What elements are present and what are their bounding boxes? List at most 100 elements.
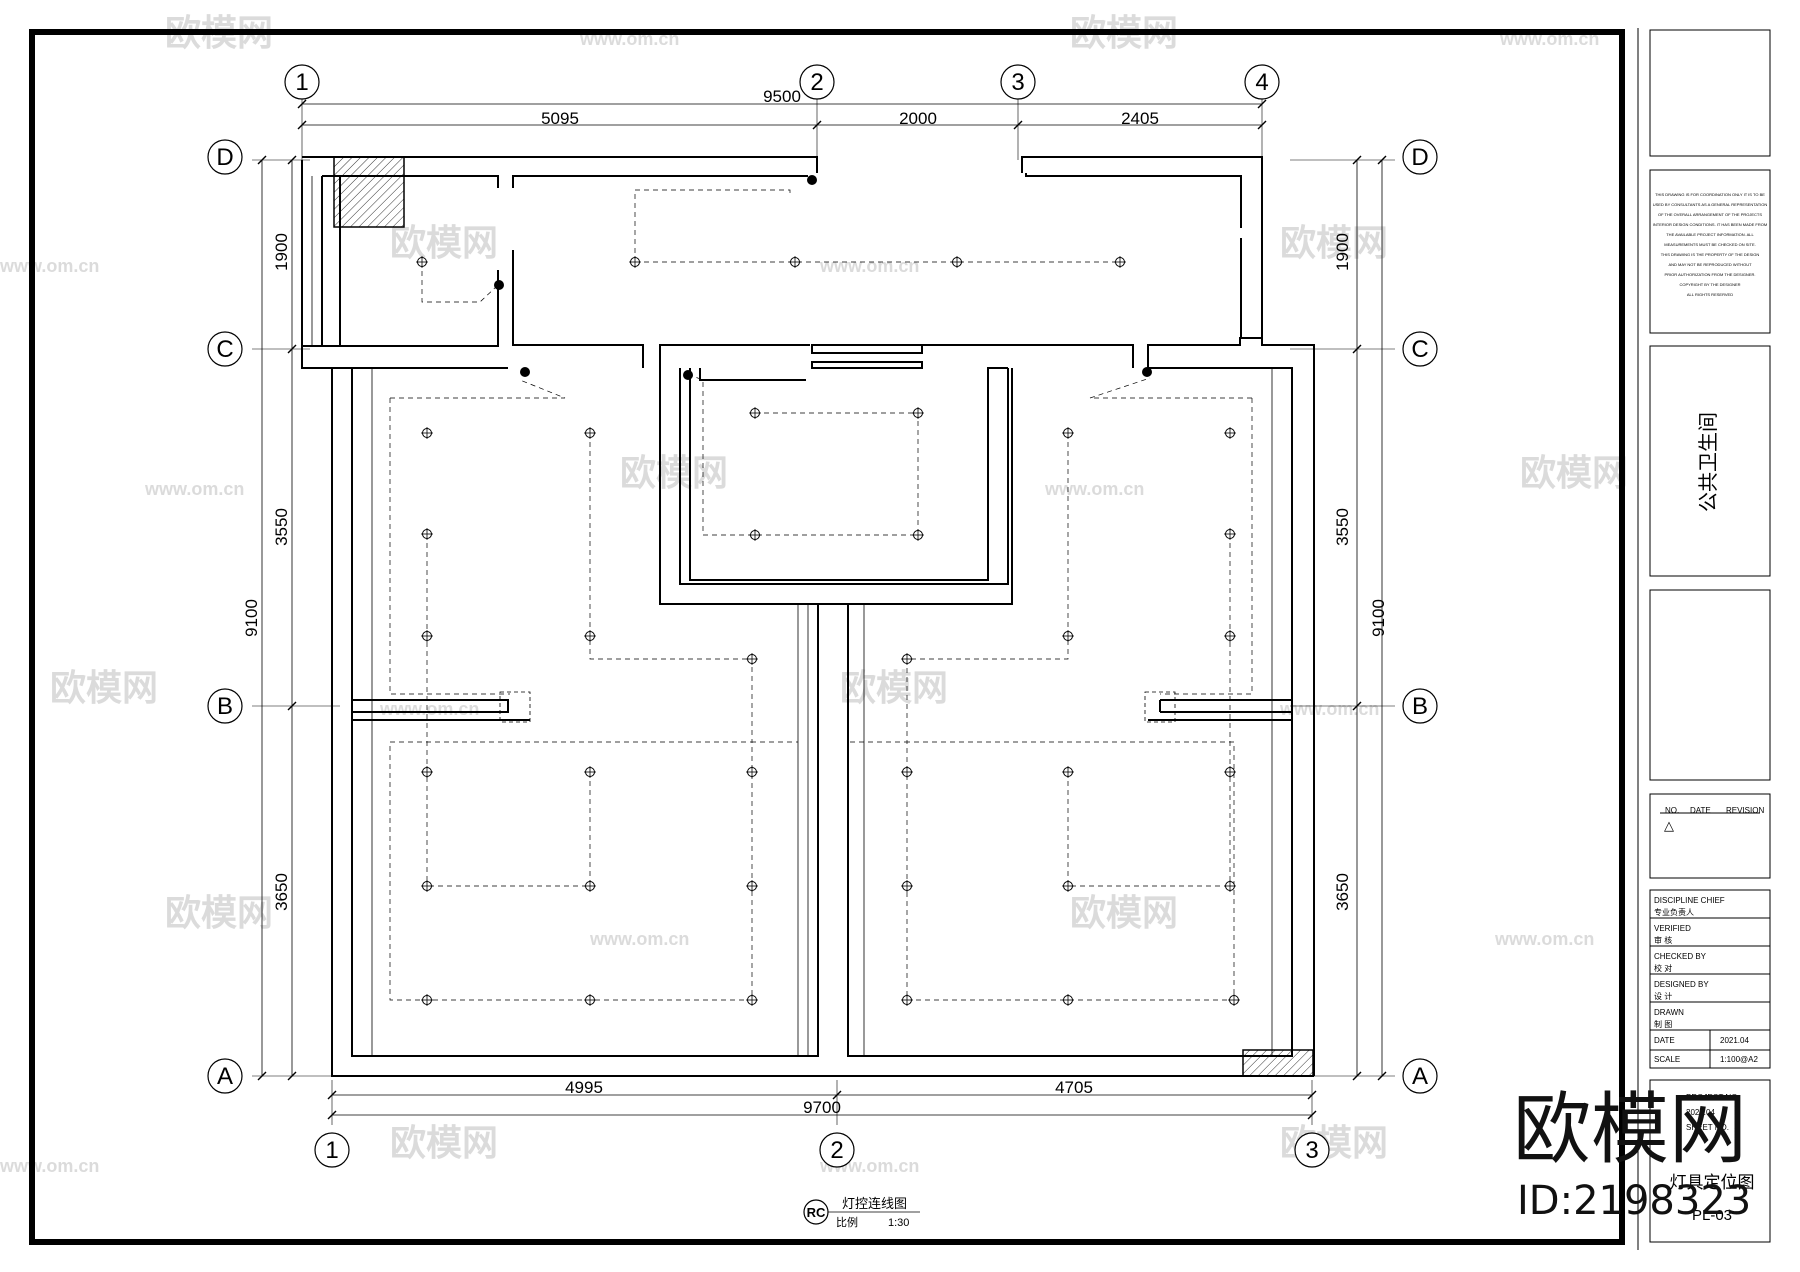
- watermark-url-text: www.om.cn: [0, 256, 99, 276]
- caption-title: 灯控连线图: [842, 1196, 907, 1211]
- dimension-tick: [257, 155, 267, 165]
- watermark-logo-text: 欧模网: [1520, 452, 1628, 493]
- grid-bubble-labels: 1 2 3 4 1 2 3 D C B A D C B A: [216, 69, 1428, 1164]
- column-hatch-bottom: [1242, 1049, 1314, 1077]
- dimension-tick: [327, 1110, 337, 1120]
- watermark-url-text: www.om.cn: [379, 699, 479, 719]
- caption-scale-value: 1:30: [888, 1217, 909, 1229]
- grid-bubble-left-D: [207, 139, 243, 175]
- dim-top-seg-1: 5095: [541, 109, 579, 128]
- sheet-label-date: 2021.04: [1686, 1108, 1715, 1117]
- watermark-url-text: www.om.cn: [1279, 699, 1379, 719]
- wall-top-inner-2: [512, 175, 808, 188]
- wall-top-left: [301, 160, 508, 369]
- title-block-notes: THIS DRAWING IS FOR COORDINATION ONLY IT…: [1653, 192, 1768, 297]
- watermark-logo-text: 欧模网: [390, 1122, 498, 1163]
- title-block-note-line: MEASUREMENTS MUST BE CHECKED ON SITE.: [1664, 242, 1756, 247]
- revision-mark: △: [1664, 818, 1674, 833]
- role-label-cn: 设 计: [1654, 991, 1672, 1001]
- scale-label: SCALE: [1654, 1055, 1680, 1064]
- caption-scale-label: 比例: [836, 1215, 858, 1229]
- dim-left-seg-1: 1900: [272, 233, 291, 271]
- dimension-tick: [1013, 120, 1023, 130]
- dimension-tick: [287, 1071, 297, 1081]
- drawing-frame: [29, 29, 1625, 1245]
- scale-value: 1:100@A2: [1720, 1055, 1758, 1064]
- grid-label-top-2: 2: [810, 69, 823, 96]
- dimension-tick: [1352, 701, 1362, 711]
- wall-top-outer-right: [1021, 156, 1263, 345]
- role-label-en: DISCIPLINE CHIEF: [1654, 896, 1725, 905]
- role-label-en: DRAWN: [1654, 1008, 1684, 1017]
- grid-bubble-right-C: [1402, 331, 1438, 367]
- dimension-ticks: [257, 99, 1387, 1120]
- role-label-cn: 审 核: [1654, 935, 1672, 945]
- title-block-note-line: USED BY CONSULTANTS AS A GENERAL REPRESE…: [1653, 202, 1768, 207]
- grid-label-left-B: B: [217, 693, 233, 720]
- watermark-logo-text: 欧模网: [390, 222, 498, 263]
- grid-label-left-C: C: [216, 336, 233, 363]
- dimension-tick: [287, 701, 297, 711]
- grid-bubble-top-4: [1244, 64, 1280, 100]
- watermark-big-logo: 欧模网: [1513, 1085, 1747, 1175]
- dimension-tick: [287, 155, 297, 165]
- watermark-logo-text: 欧模网: [50, 667, 158, 708]
- revision-header-date: DATE: [1690, 806, 1711, 815]
- grid-label-bottom-1: 1: [325, 1137, 338, 1164]
- dimension-tick: [832, 1090, 842, 1100]
- grid-bubbles: [207, 64, 1438, 1168]
- switch-dot: [683, 370, 693, 380]
- dimension-tick: [297, 99, 307, 109]
- title-block-note-line: THE AVAILABLE PROJECT INFORMATION. ALL: [1666, 232, 1754, 237]
- wall-top-inner-3: [1025, 173, 1242, 228]
- dimension-tick: [1352, 1071, 1362, 1081]
- dimension-tick: [1257, 120, 1267, 130]
- grid-label-bottom-2: 2: [830, 1137, 843, 1164]
- role-label-en: DESIGNED BY: [1654, 980, 1709, 989]
- watermark-url-text: www.om.cn: [144, 479, 244, 499]
- date-label: DATE: [1654, 1036, 1675, 1045]
- switches: [494, 175, 1152, 380]
- role-label-cn: 专业负责人: [1654, 907, 1694, 917]
- dimension-tick: [1307, 1110, 1317, 1120]
- grid-bubble-right-A: [1402, 1058, 1438, 1094]
- title-block-note-line: AND MAY NOT BE REPRODUCED WITHOUT: [1668, 262, 1752, 267]
- grid-label-right-A: A: [1412, 1063, 1428, 1090]
- dimension-tick: [1377, 155, 1387, 165]
- ceiling-lights: [416, 256, 1240, 1006]
- dim-right-seg-1: 1900: [1333, 233, 1352, 271]
- watermark-url-text: www.om.cn: [589, 929, 689, 949]
- grid-label-bottom-3: 3: [1305, 1137, 1318, 1164]
- title-block: [1649, 29, 1771, 1243]
- watermark-logo-text: 欧模网: [1070, 892, 1178, 933]
- grid-bubble-top-2: [799, 64, 835, 100]
- dim-bottom-seg-1: 4995: [565, 1078, 603, 1097]
- dimension-tick: [812, 120, 822, 130]
- watermark-url-text: www.om.cn: [1044, 479, 1144, 499]
- dimension-tick: [287, 344, 297, 354]
- grid-label-right-C: C: [1411, 336, 1428, 363]
- dim-right-seg-3: 3650: [1333, 873, 1352, 911]
- switch-dot: [807, 175, 817, 185]
- grid-label-left-A: A: [217, 1063, 233, 1090]
- grid-label-right-D: D: [1411, 144, 1428, 171]
- sheet-label-sheet: SHEET NO.: [1686, 1123, 1729, 1132]
- dimension-tick: [1257, 99, 1267, 109]
- dim-left-seg-3: 3650: [272, 873, 291, 911]
- grid-bubble-left-B: [207, 688, 243, 724]
- watermark-logos: 欧模网欧模网欧模网欧模网欧模网欧模网欧模网欧模网欧模网欧模网欧模网欧模网www.…: [0, 12, 1628, 1176]
- grid-bubble-right-D: [1402, 139, 1438, 175]
- dim-top-seg-3: 2405: [1121, 109, 1159, 128]
- dimension-lines: [261, 103, 1383, 1116]
- role-label-cn: 制 图: [1654, 1019, 1672, 1029]
- grid-bubble-left-A: [207, 1058, 243, 1094]
- title-block-note-line: ALL RIGHTS RESERVED: [1687, 292, 1733, 297]
- grid-label-top-4: 4: [1255, 69, 1268, 96]
- dim-bottom-total: 9700: [803, 1098, 841, 1117]
- title-block-note-line: THIS DRAWING IS THE PROPERTY OF THE DESI…: [1661, 252, 1760, 257]
- role-label-en: VERIFIED: [1654, 924, 1691, 933]
- grid-label-left-D: D: [216, 144, 233, 171]
- watermark-url-text: www.om.cn: [1494, 929, 1594, 949]
- dim-left-seg-2: 3550: [272, 508, 291, 546]
- dimension-tick: [1377, 1071, 1387, 1081]
